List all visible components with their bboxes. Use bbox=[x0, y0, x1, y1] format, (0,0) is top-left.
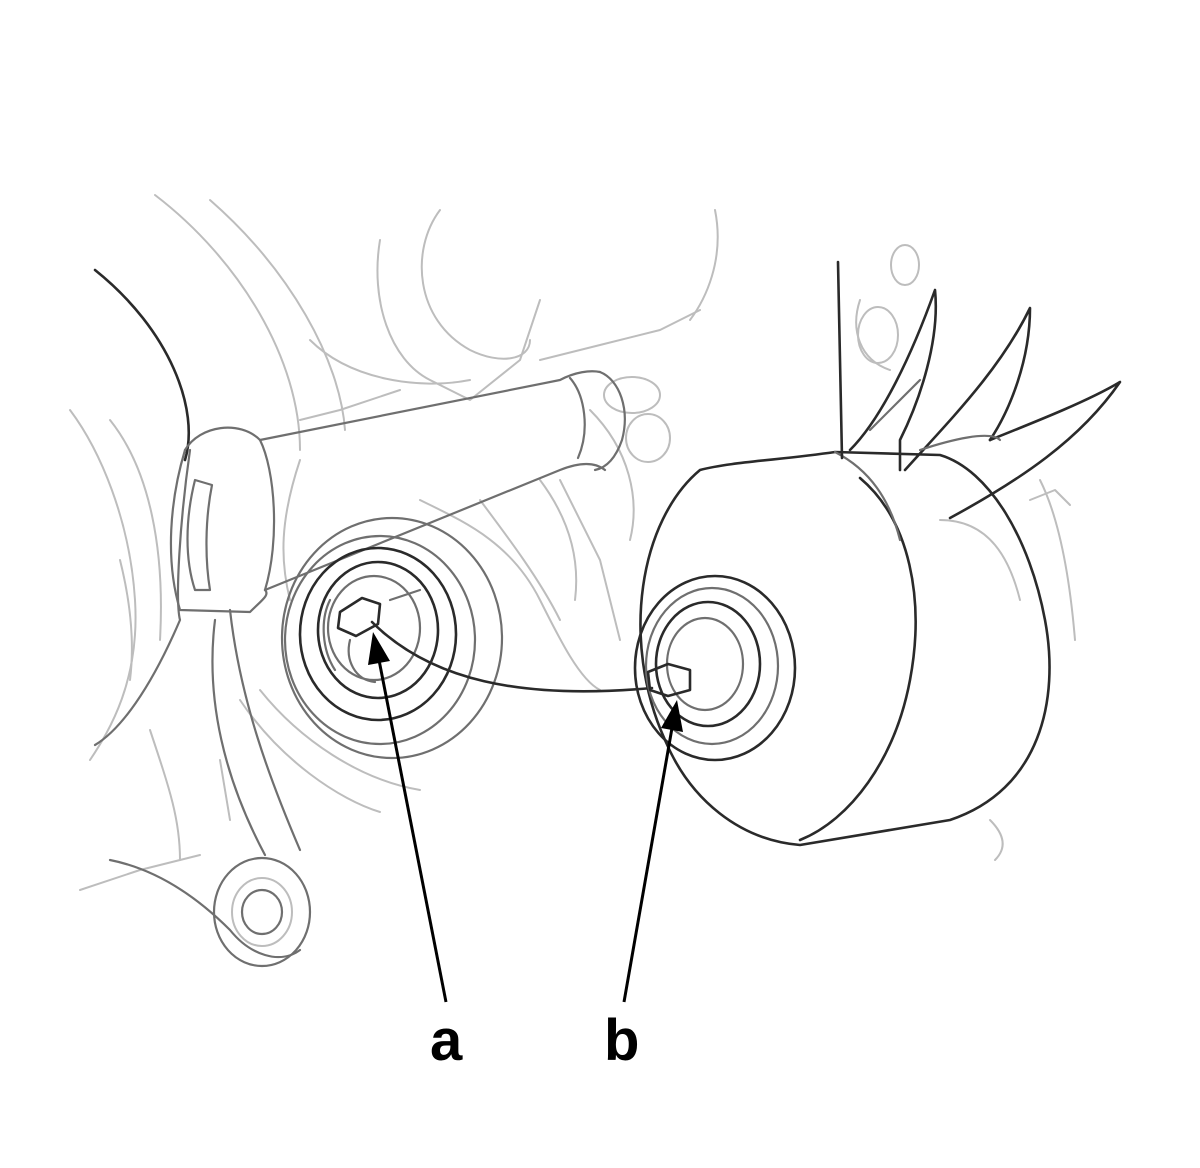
leader-line-b bbox=[622, 700, 683, 1003]
background-frame bbox=[69, 194, 1076, 891]
callout-label-a: a bbox=[430, 1008, 463, 1073]
hub-a bbox=[280, 516, 504, 760]
callout-label-b: b bbox=[604, 1008, 640, 1073]
left-cover bbox=[93, 268, 192, 747]
lower-link bbox=[108, 608, 312, 968]
axle-tube bbox=[169, 370, 626, 614]
drum-b bbox=[633, 450, 1051, 847]
connecting-wire bbox=[370, 620, 654, 693]
leader-line-a bbox=[368, 632, 448, 1003]
right-brackets bbox=[836, 260, 1122, 520]
